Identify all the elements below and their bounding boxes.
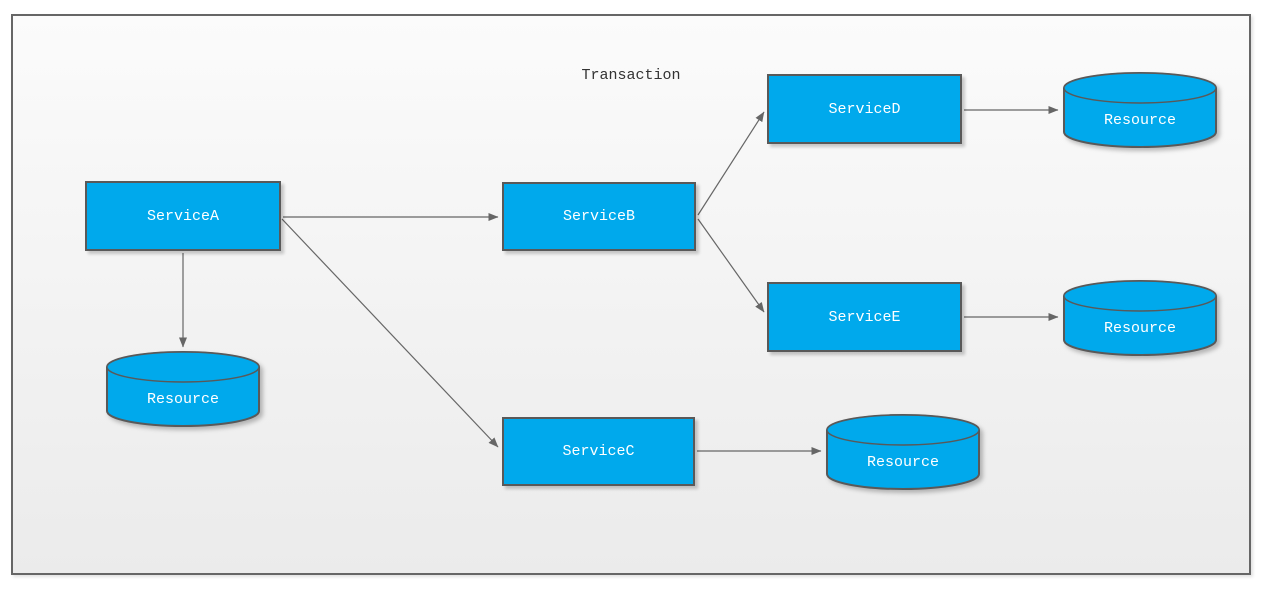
node-label: ServiceD: [828, 100, 901, 118]
node-label: ServiceA: [146, 207, 219, 225]
node-label: Resource: [866, 453, 939, 471]
cylinder-shape: [106, 351, 260, 427]
node-service-d[interactable]: ServiceD: [767, 74, 962, 144]
node-label: Resource: [1103, 111, 1176, 129]
cylinder-shape: [1063, 72, 1217, 148]
node-service-e[interactable]: ServiceE: [767, 282, 962, 352]
node-label: Resource: [1103, 319, 1176, 337]
node-label: ServiceB: [562, 208, 635, 225]
node-resource-a[interactable]: Resource: [105, 350, 261, 428]
node-resource-c[interactable]: Resource: [825, 413, 981, 491]
node-service-b[interactable]: ServiceB: [502, 182, 696, 251]
node-service-c[interactable]: ServiceC: [502, 417, 695, 486]
node-service-a[interactable]: ServiceA: [85, 181, 281, 251]
node-resource-d[interactable]: Resource: [1062, 71, 1218, 149]
cylinder-shape: [826, 414, 980, 490]
node-label: Resource: [146, 390, 219, 408]
node-resource-e[interactable]: Resource: [1062, 279, 1218, 357]
node-label: ServiceE: [828, 308, 901, 326]
cylinder-shape: [1063, 280, 1217, 356]
node-label: ServiceC: [562, 443, 635, 460]
